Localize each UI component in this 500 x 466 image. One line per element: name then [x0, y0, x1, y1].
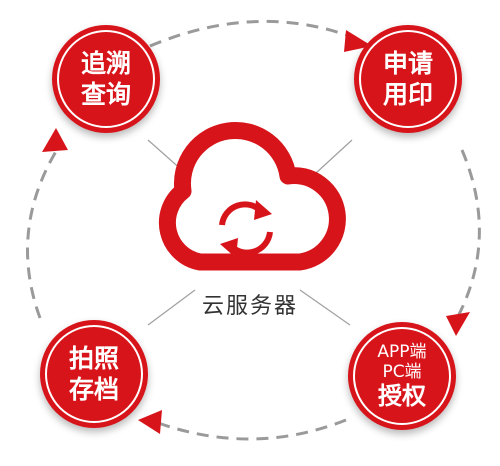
- auth-pc-label: PC端: [382, 362, 422, 382]
- center-label: 云服务器: [201, 294, 298, 319]
- arrow-to-archive: [138, 410, 162, 434]
- auth-app-label: APP端: [377, 342, 427, 362]
- node-authorization: APP端 PC端 授权: [348, 322, 456, 430]
- arrow-to-auth: [446, 312, 470, 336]
- auth-grant-label: 授权: [378, 382, 426, 410]
- node-photo-archive-label: 拍照存档: [68, 344, 119, 404]
- node-apply-seal: 申请用印: [354, 25, 462, 133]
- cycle-arc-left: [26, 147, 60, 319]
- arrow-to-trace: [42, 128, 68, 152]
- cloud-icon: [158, 121, 346, 271]
- cycle-arc-right: [453, 149, 481, 323]
- node-trace-query-label: 追溯查询: [80, 49, 131, 109]
- sync-arrows-icon: [219, 200, 273, 258]
- node-trace-query: 追溯查询: [52, 25, 160, 133]
- connector-auth: [299, 289, 351, 326]
- connector-archive: [147, 289, 196, 326]
- node-authorization-label: APP端 PC端 授权: [362, 342, 442, 410]
- cycle-arc-bottom: [149, 418, 347, 441]
- node-apply-seal-label: 申请用印: [382, 49, 433, 109]
- cycle-arc-top: [149, 19, 361, 48]
- node-photo-archive: 拍照存档: [40, 320, 148, 428]
